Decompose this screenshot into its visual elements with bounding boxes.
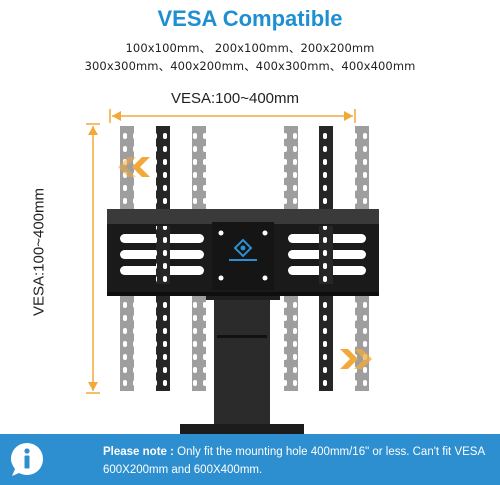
horizontal-dimension (109, 109, 356, 123)
vesa-sizes-line-1: 100x100mm、 200x100mm、200x200mm (125, 41, 375, 55)
note-label: Please note : (103, 446, 174, 458)
note-text: Please note : Only fit the mounting hole… (103, 443, 498, 479)
page-title: VESA Compatible (157, 6, 343, 31)
vertical-vesa-label: VESA:100~400mm (30, 188, 48, 316)
note-bar: Please note : Only fit the mounting hole… (0, 434, 500, 485)
tv-mount-illustration (86, 109, 379, 434)
stand-column (214, 285, 270, 434)
mounting-plate (107, 209, 379, 296)
note-body: Only fit the mounting hole 400mm/16" or … (103, 446, 485, 476)
brand-logo-icon (229, 238, 257, 261)
double-chevron-left-icon (118, 157, 150, 177)
vesa-sizes-line-2: 300x300mm、400x200mm、400x300mm、400x400mm (84, 59, 416, 73)
info-icon (11, 443, 43, 476)
double-chevron-right-icon (340, 349, 372, 369)
stand-base (180, 424, 304, 434)
horizontal-vesa-label: VESA:100~400mm (171, 90, 299, 107)
vertical-dimension (86, 123, 100, 394)
